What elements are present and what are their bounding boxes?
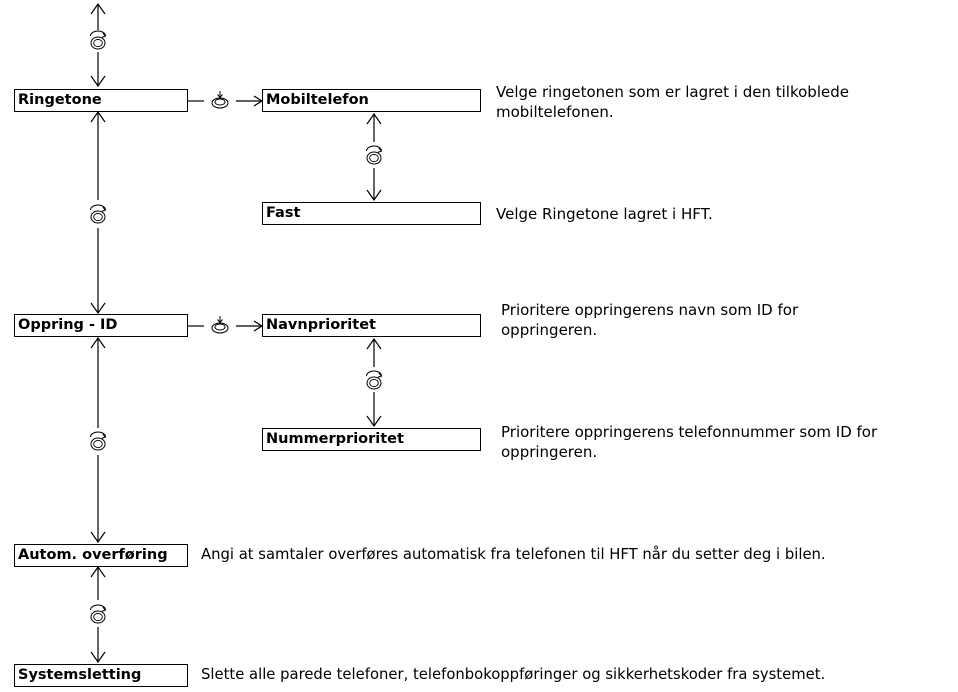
submenu-item-nummerprioritet[interactable]: Nummerprioritet bbox=[262, 428, 481, 451]
arrow-down bbox=[366, 415, 382, 428]
submenu-item-label: Fast bbox=[266, 205, 301, 221]
menu-item-systemsletting[interactable]: Systemsletting bbox=[14, 664, 188, 687]
submenu-item-label: Navnprioritet bbox=[266, 317, 376, 333]
press-dial-icon bbox=[211, 90, 229, 109]
description-line: mobiltelefonen. bbox=[496, 103, 614, 121]
description-line: Prioritere oppringerens navn som ID for bbox=[501, 301, 799, 319]
description-line: oppringeren. bbox=[501, 321, 598, 339]
rotate-dial-icon bbox=[366, 145, 382, 165]
arrow-up bbox=[366, 337, 382, 350]
description-line: oppringeren. bbox=[501, 443, 598, 461]
description-fast: Velge Ringetone lagret i HFT. bbox=[496, 204, 713, 224]
arrow-down bbox=[90, 302, 106, 315]
menu-item-oppring-id[interactable]: Oppring - ID bbox=[14, 314, 188, 337]
arrow-down bbox=[366, 189, 382, 202]
arrow-up bbox=[90, 565, 106, 578]
menu-item-label: Ringetone bbox=[18, 92, 102, 108]
arrow-down bbox=[90, 75, 106, 88]
arrow-up bbox=[90, 336, 106, 349]
rotate-dial-icon bbox=[366, 370, 382, 390]
menu-item-label: Autom. overføring bbox=[18, 547, 168, 563]
submenu-item-label: Mobiltelefon bbox=[266, 92, 369, 108]
description-mobiltelefon: Velge ringetonen som er lagret i den til… bbox=[496, 82, 849, 122]
rotate-dial-icon bbox=[90, 204, 106, 224]
menu-item-label: Systemsletting bbox=[18, 667, 142, 683]
submenu-item-label: Nummerprioritet bbox=[266, 431, 404, 447]
menu-item-label: Oppring - ID bbox=[18, 317, 118, 333]
rotate-dial-icon bbox=[90, 30, 106, 50]
submenu-item-mobiltelefon[interactable]: Mobiltelefon bbox=[262, 89, 481, 112]
menu-item-autom-overforing[interactable]: Autom. overføring bbox=[14, 544, 188, 567]
description-line: Velge ringetonen som er lagret i den til… bbox=[496, 83, 849, 101]
description-autom-overforing: Angi at samtaler overføres automatisk fr… bbox=[201, 546, 826, 563]
submenu-item-fast[interactable]: Fast bbox=[262, 202, 481, 225]
description-nummerprioritet: Prioritere oppringerens telefonnummer so… bbox=[501, 422, 877, 462]
description-line: Velge Ringetone lagret i HFT. bbox=[496, 205, 713, 223]
description-navnprioritet: Prioritere oppringerens navn som ID for … bbox=[501, 300, 798, 340]
arrow-down bbox=[90, 531, 106, 544]
rotate-dial-icon bbox=[90, 604, 106, 624]
rotate-dial-icon bbox=[90, 431, 106, 451]
arrow-up bbox=[90, 110, 106, 123]
press-dial-icon bbox=[211, 315, 229, 334]
menu-item-ringetone[interactable]: Ringetone bbox=[14, 89, 188, 112]
description-line: Prioritere oppringerens telefonnummer so… bbox=[501, 423, 878, 441]
arrow-down bbox=[90, 651, 106, 664]
description-systemsletting: Slette alle parede telefoner, telefonbok… bbox=[201, 666, 826, 683]
arrow-up bbox=[366, 112, 382, 125]
submenu-item-navnprioritet[interactable]: Navnprioritet bbox=[262, 314, 481, 337]
arrow-up bbox=[90, 2, 106, 15]
